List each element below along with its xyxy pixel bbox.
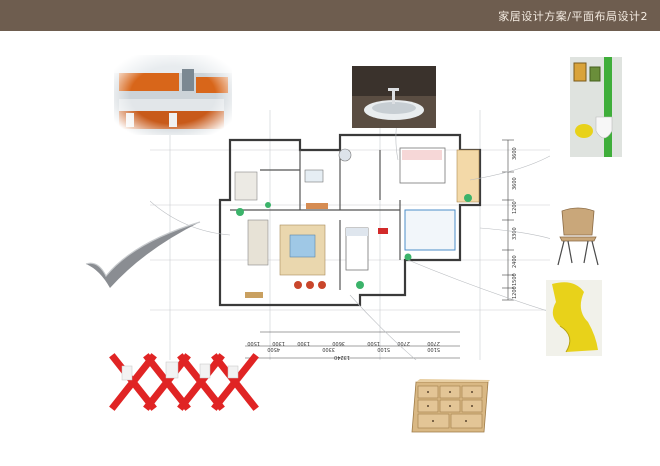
sink-photo	[352, 66, 436, 128]
floor-plan-drawing: 3600 3600 1200 3300 2400 1500 1200 1500 …	[150, 110, 550, 360]
panton-chair-photo	[546, 280, 602, 356]
kitchen-photo	[114, 55, 232, 135]
dim-right-1: 3600	[512, 147, 518, 160]
dim-bottom-1-3: 1300	[297, 340, 310, 346]
checkmark-decoration	[84, 220, 204, 290]
drawer-unit-photo	[410, 378, 492, 434]
dim-right-5: 2400	[512, 255, 518, 268]
dim-bottom-1-7: 2700	[427, 340, 440, 346]
dim-right-4: 3300	[512, 227, 518, 240]
dim-bottom-1-4: 3600	[332, 340, 345, 346]
dim-bottom-2-1: 4500	[267, 346, 280, 352]
dim-bottom-1-2: 1300	[272, 340, 285, 346]
dim-right-7: 1200	[512, 286, 518, 299]
red-x-shelf-photo	[108, 352, 260, 412]
dim-bottom-total: 13240	[334, 354, 350, 360]
dim-right-6: 1500	[512, 273, 518, 286]
page-title: 家居设计方案/平面布局设计2	[498, 10, 648, 23]
toilet-photo	[570, 57, 622, 157]
dim-bottom-1-1: 1500	[247, 340, 260, 346]
dim-right-2: 3600	[512, 177, 518, 190]
dim-right-3: 1200	[512, 201, 518, 214]
floor-plan: 3600 3600 1200 3300 2400 1500 1200 1500 …	[150, 110, 550, 360]
dim-bottom-2-4: 5100	[427, 346, 440, 352]
wire-chair-photo	[554, 203, 602, 267]
dim-bottom-1-6: 2700	[397, 340, 410, 346]
dim-bottom-2-3: 5100	[377, 346, 390, 352]
dim-bottom-1-5: 1500	[367, 340, 380, 346]
dim-bottom-2-2: 3300	[322, 346, 335, 352]
header-bar: 家居设计方案/平面布局设计2	[0, 0, 660, 31]
